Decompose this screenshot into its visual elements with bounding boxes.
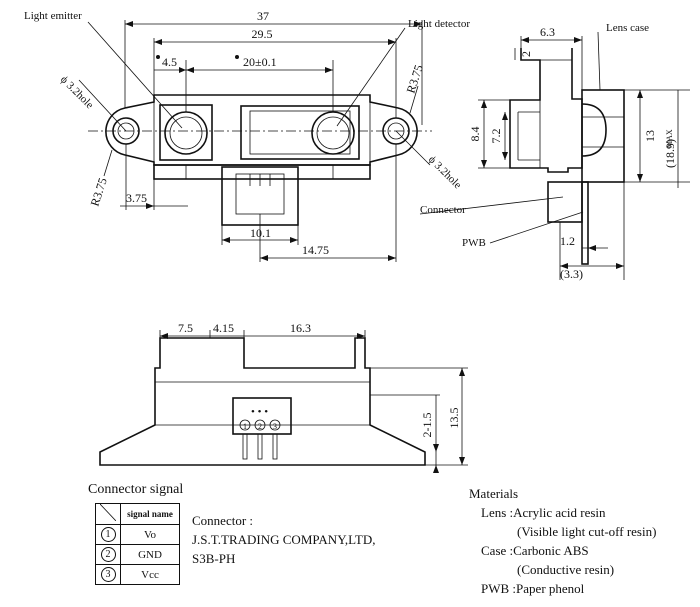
materials: Materials Lens :Acrylic acid resin (Visi…: [469, 484, 656, 598]
table-header: signal name: [120, 503, 180, 525]
dim-bottom-right: 16.3: [290, 321, 311, 335]
dim-side-tab: 2: [519, 51, 533, 57]
dim-bottom-height: 13.5: [447, 408, 461, 429]
materials-lens-label: Lens :: [481, 505, 514, 520]
dim-bottom-pin: 2-1.5: [420, 413, 434, 438]
front-view: • • • 1 2 3 7.5 4.15 16.3 13.5 2-1.5: [99, 321, 468, 473]
pin-signal: Vcc: [120, 564, 180, 585]
materials-pwb-value: Paper phenol: [516, 581, 585, 596]
label-hole-right: ϕ 3.2hole: [426, 154, 464, 192]
front-pin-2: 2: [258, 422, 262, 431]
top-view: 37 29.5 4.5 20±0.1 3.75 10.1: [24, 9, 470, 262]
label-connector: Connector: [420, 204, 466, 216]
side-pwb: [581, 181, 589, 265]
pin-number: 2: [100, 547, 116, 562]
dim-hole-pitch: 29.5: [252, 27, 273, 41]
dim-bottom-gap: 4.15: [213, 321, 234, 335]
materials-pwb-label: PWB :: [481, 581, 517, 596]
dim-side-total: 13: [643, 130, 657, 142]
detector-lens: [311, 111, 355, 155]
pin-number: 3: [100, 567, 116, 582]
dim-bottom-left: 7.5: [178, 321, 193, 335]
front-pin-3: 3: [273, 422, 277, 431]
table-corner: [95, 503, 121, 525]
dim-connector-offset: 14.75: [302, 243, 329, 257]
connector-info: Connector : J.S.T.TRADING COMPANY,LTD, S…: [192, 511, 375, 568]
label-hole-left: ϕ 3.2hole: [58, 74, 96, 112]
dim-side-height-inner: 7.2: [489, 129, 503, 144]
materials-lens-note: (Visible light cut-off resin): [517, 524, 657, 539]
emitter-lens: [164, 111, 208, 155]
materials-lens-value: Acrylic acid resin: [513, 505, 606, 520]
materials-case-value: Carbonic ABS: [513, 543, 589, 558]
connector-signal-table: signal name 1 Vo 2 GND 3 Vcc: [95, 503, 180, 585]
front-pin-1: 1: [243, 422, 247, 431]
pin-signal: GND: [120, 544, 180, 565]
diagonal-icon: [99, 503, 117, 522]
materials-title: Materials: [469, 486, 519, 501]
dim-overall-width: 37: [257, 9, 269, 23]
connector-signal-title: Connector signal: [88, 482, 184, 497]
dim-emitter-offset: 4.5: [162, 55, 177, 69]
label-light-emitter: Light emitter: [24, 10, 82, 22]
label-light-detector: Light detector: [408, 18, 470, 30]
dim-hole-to-body: 3.75: [126, 191, 147, 205]
dim-side-height-outer: 8.4: [468, 127, 482, 142]
detector-window: [240, 105, 360, 160]
connector-info-title: Connector :: [192, 513, 254, 528]
dim-side-pwb: 1.2: [560, 234, 575, 248]
lens-case: [581, 89, 625, 183]
label-pwb: PWB: [462, 237, 486, 249]
side-view: 6.3 2 8.4 7.2 13 (18.9) MAX 1.2 (3.3) Le…: [419, 22, 690, 281]
dim-side-max-tol: MAX: [665, 129, 674, 148]
dim-side-top-width: 6.3: [540, 25, 555, 39]
table-row: 2 GND: [95, 544, 180, 565]
pin-signal: Vo: [120, 524, 180, 545]
dim-connector-width: 10.1: [250, 226, 271, 240]
materials-case-label: Case :: [481, 543, 514, 558]
dim-emitter-detector: 20±0.1: [243, 55, 277, 69]
table-row: 1 Vo: [95, 524, 180, 545]
connector-info-maker: J.S.T.TRADING COMPANY,LTD,: [192, 532, 376, 547]
table-row: 3 Vcc: [95, 564, 180, 585]
dim-side-pwb-ref: (3.3): [560, 267, 583, 281]
pin-number: 1: [100, 527, 116, 542]
materials-case-note: (Conductive resin): [517, 562, 615, 577]
label-lens-case: Lens case: [606, 22, 649, 34]
front-pin-dots: • • •: [251, 406, 268, 418]
connector-info-part: S3B-PH: [192, 551, 236, 566]
dim-radius-top: R3.75: [404, 63, 426, 95]
dim-side-max: (18.9): [663, 139, 677, 168]
side-connector: [547, 181, 583, 223]
top-body-outline: [105, 94, 418, 166]
emitter-window: [159, 104, 213, 161]
table-row: signal name: [95, 503, 180, 525]
dim-radius-bottom: R3.75: [88, 176, 110, 208]
front-body-outline: [99, 337, 426, 466]
